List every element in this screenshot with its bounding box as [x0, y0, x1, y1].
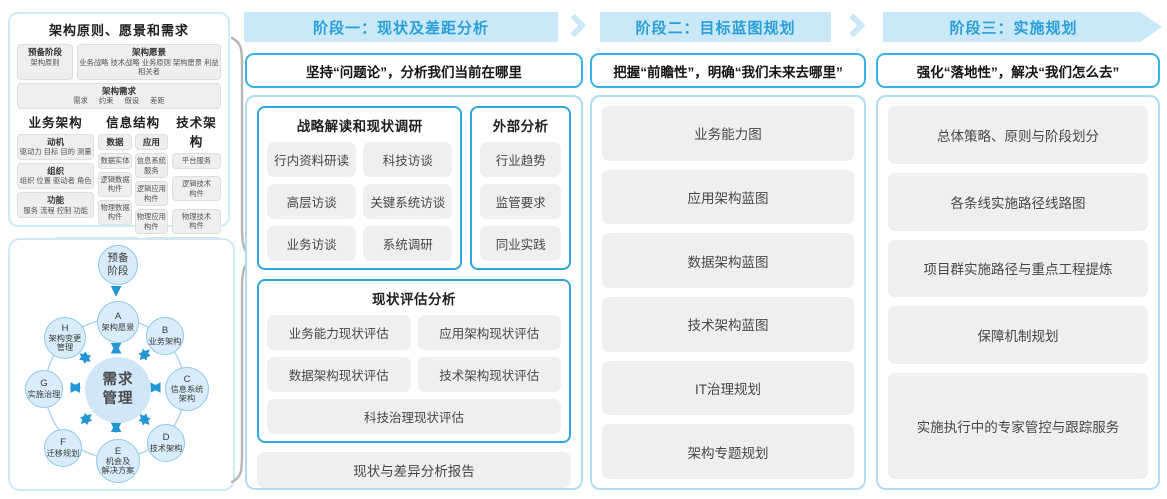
phase-2-header-banner: 阶段二：目标蓝图规划 — [600, 12, 831, 42]
organization-sub: 组织 位置 驱动者 角色 — [19, 176, 92, 186]
phase-item: 科技治理现状评估 — [267, 399, 561, 434]
business-architecture-column: 业务架构 动机 驱动力 目标 目的 测量 组织 组织 位置 驱动者 角色 功能 … — [17, 112, 95, 235]
adm-requirements-management-hub: 需求 管理 — [85, 357, 151, 423]
phase-item: 项目群实施路径与重点工程提炼 — [888, 239, 1148, 298]
adm-node-h-change-management: H 架构变更 管理 — [44, 317, 86, 359]
phase-item: 系统调研 — [363, 226, 453, 261]
data-item: 逻辑数据 构件 — [100, 174, 130, 194]
phase-item: 行业趋势 — [480, 142, 561, 177]
phase-item: 技术架构蓝图 — [602, 297, 854, 352]
phase-item: 同业实践 — [480, 226, 561, 261]
application-item: 信息系统 服务 — [136, 156, 166, 175]
chevron-right-icon — [841, 13, 866, 38]
phase-item: 关键系统访谈 — [363, 184, 453, 219]
technology-item: 逻辑技术 构件 — [181, 179, 212, 198]
adm-node-e-opportunities: E 机会及 解决方案 — [96, 439, 140, 483]
external-analysis-group: 外部分析 行业趋势 监管要求 同业实践 — [470, 106, 571, 270]
adm-node-d-technology: D 技术架构 — [147, 424, 185, 462]
phase-item: 总体策略、原则与阶段划分 — [888, 106, 1148, 164]
architecture-requirements-box: 架构需求 需求 约束 假设 差距 — [17, 82, 221, 109]
phase-item: IT治理规划 — [602, 360, 854, 416]
chevron-right-icon — [562, 13, 587, 38]
technology-item: 物理技术 构件 — [181, 211, 212, 231]
phase-item: 科技访谈 — [363, 142, 453, 177]
phase-1-content-panel: 战略解读和现状调研 行内资料研读 科技访谈 高层访谈 关键系统访谈 业务访谈 系… — [245, 95, 583, 490]
phase-item: 监管要求 — [480, 184, 561, 219]
requirements-title: 架构需求 — [101, 85, 136, 96]
phase-1-header-text: 阶段一：现状及差距分析 — [312, 19, 489, 37]
phase-item: 各条线实施路径线路图 — [888, 172, 1148, 231]
phase-2-content-panel: 业务能力图 应用架构蓝图 数据架构蓝图 技术架构蓝图 IT治理规划 架构专题规划 — [590, 95, 866, 490]
cycle-arrows — [69, 286, 161, 434]
phase-item: 业务能力现状评估 — [267, 315, 411, 350]
framework-title: 架构原则、愿景和需求 — [48, 23, 189, 38]
adm-node-c-information-system: C 信息系统 架构 — [165, 367, 209, 411]
function-sub: 服务 流程 控制 功能 — [23, 205, 88, 215]
data-item: 物理数据 构件 — [100, 202, 130, 222]
adm-node-f-migration: F 迁移规划 — [44, 429, 82, 467]
application-subcolumn: 应用 信息系统 服务 逻辑应用 构件 物理应用 构件 — [134, 133, 168, 235]
organization-box: 组织 组织 位置 驱动者 角色 — [17, 162, 95, 189]
phase-item: 实施执行中的专家管控与跟踪服务 — [888, 373, 1148, 479]
application-header: 应用 — [142, 136, 160, 147]
phase-item: 保障机制规划 — [888, 306, 1148, 365]
data-header: 数据 — [106, 136, 124, 147]
strategy-group-title: 战略解读和现状调研 — [296, 119, 423, 134]
phase-3-header-text: 阶段三：实施规划 — [949, 19, 1078, 37]
prep-phase-title: 预备阶段 — [27, 47, 62, 57]
data-item: 数据实体 — [100, 156, 130, 166]
prep-phase-box: 预备阶段 架构原则 — [17, 44, 73, 80]
assessment-group: 现状评估分析 业务能力现状评估 应用架构现状评估 数据架构现状评估 技术架构现状… — [257, 279, 571, 443]
data-subcolumn: 数据 数据实体 逻辑数据 构件 物理数据 构件 — [98, 133, 132, 235]
phase-item: 行内资料研读 — [267, 142, 357, 177]
requirements-sub: 需求 约束 假设 差距 — [73, 96, 165, 106]
phase-item: 应用架构蓝图 — [602, 169, 854, 225]
phase-2-subtitle: 把握“前瞻性”，明确“我们未来去哪里” — [590, 53, 866, 88]
business-architecture-header: 业务架构 — [28, 115, 83, 130]
phase-item: 业务访谈 — [267, 226, 357, 261]
phase-1-header-banner: 阶段一：现状及差距分析 — [244, 12, 558, 42]
architecture-vision-box: 架构愿景 业务战略 技术战略 业务原则 架构愿景 利益相关者 — [77, 44, 221, 80]
prep-phase-sub: 架构原则 — [30, 57, 60, 67]
application-item: 逻辑应用 构件 — [136, 184, 166, 203]
function-title: 功能 — [47, 194, 65, 205]
vision-sub: 业务战略 技术战略 业务原则 架构愿景 利益相关者 — [79, 57, 219, 77]
vision-title: 架构愿景 — [131, 47, 166, 57]
strategy-research-group: 战略解读和现状调研 行内资料研读 科技访谈 高层访谈 关键系统访谈 业务访谈 系… — [257, 106, 463, 270]
adm-cycle-panel: 预备 阶段 A 架构愿景 B 业务架构 C 信息系统 架构 D 技术架构 E 机… — [8, 238, 235, 491]
phase-item: 高层访谈 — [267, 184, 357, 219]
organization-title: 组织 — [47, 165, 65, 176]
phase-item: 架构专题规划 — [602, 424, 854, 480]
gap-analysis-report-box: 现状与差异分析报告 — [257, 452, 571, 488]
phase-item: 应用架构现状评估 — [417, 315, 561, 350]
motivation-sub: 驱动力 目标 目的 测量 — [19, 147, 92, 157]
phase-1-subtitle: 坚持“问题论”，分析我们当前在哪里 — [245, 53, 583, 88]
adm-node-g-governance: G 实施治理 — [25, 370, 63, 408]
adm-node-b-business: B 业务架构 — [146, 317, 184, 355]
phase-2-header-text: 阶段二：目标蓝图规划 — [635, 19, 796, 37]
technology-item: 平台服务 — [181, 156, 212, 166]
phase-item: 数据架构现状评估 — [267, 357, 411, 392]
phase-item: 技术架构现状评估 — [417, 357, 561, 392]
adm-node-a-vision: A 架构愿景 — [97, 301, 139, 343]
technical-architecture-column: 技术架构 平台服务 逻辑技术 构件 物理技术 构件 — [172, 112, 221, 235]
phase-item: 业务能力图 — [602, 106, 854, 161]
phase-3-header-banner: 阶段三：实施规划 — [883, 12, 1162, 42]
motivation-box: 动机 驱动力 目标 目的 测量 — [17, 133, 95, 160]
application-item: 物理应用 构件 — [136, 212, 166, 231]
phase-3-content-panel: 总体策略、原则与阶段划分 各条线实施路径线路图 项目群实施路径与重点工程提炼 保… — [876, 95, 1160, 490]
external-group-title: 外部分析 — [492, 119, 549, 134]
technical-architecture-header: 技术架构 — [176, 115, 217, 149]
function-box: 功能 服务 流程 控制 功能 — [17, 191, 95, 219]
information-structure-header: 信息结构 — [106, 115, 161, 130]
architecture-framework-panel: 架构原则、愿景和需求 预备阶段 架构原则 架构愿景 业务战略 技术战略 业务原则… — [8, 12, 230, 273]
assessment-group-title: 现状评估分析 — [372, 292, 456, 307]
phase-3-subtitle: 强化“落地性”，解决“我们怎么去” — [876, 53, 1160, 88]
adm-node-preparation: 预备 阶段 — [98, 245, 138, 285]
information-structure-column: 信息结构 数据 数据实体 逻辑数据 构件 物理数据 构件 应用 信息系统 服务 … — [98, 112, 168, 235]
phase-item: 数据架构蓝图 — [602, 233, 854, 289]
motivation-title: 动机 — [47, 136, 65, 147]
